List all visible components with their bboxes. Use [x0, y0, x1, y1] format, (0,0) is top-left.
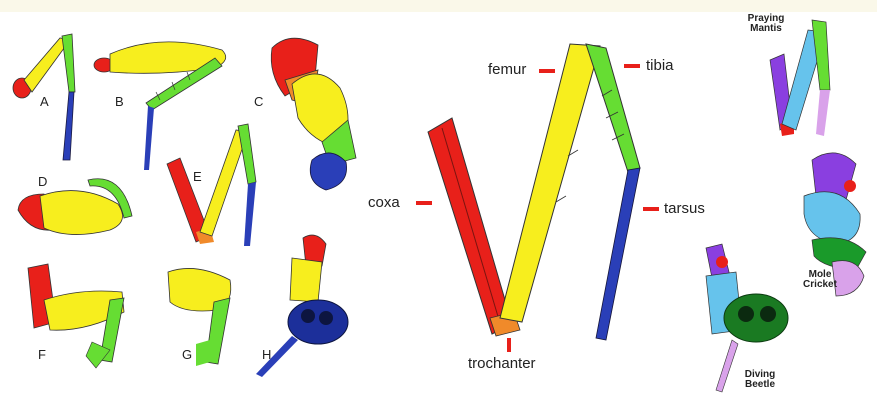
panel-label-h: H [262, 348, 271, 361]
leg-e [167, 124, 256, 246]
diving-beetle-caption: Diving Beetle [736, 370, 784, 390]
mole-cricket-caption: Mole Cricket [796, 270, 844, 290]
femur-label: femur [488, 62, 526, 77]
panel-label-f: F [38, 348, 46, 361]
main-leg [428, 44, 640, 340]
trochanter-label: trochanter [468, 356, 536, 371]
coxa-label: coxa [368, 195, 400, 210]
leg-g [168, 268, 231, 366]
panel-label-g: G [182, 348, 192, 361]
leg-d [18, 179, 132, 235]
panel-label-a: A [40, 95, 49, 108]
panel-label-e: E [193, 170, 202, 183]
tibia-label: tibia [646, 58, 674, 73]
panel-label-c: C [254, 95, 263, 108]
panel-label-d: D [38, 175, 47, 188]
leg-c [271, 38, 356, 190]
praying-mantis-caption: Praying Mantis [736, 14, 796, 34]
leg-b [94, 42, 226, 170]
panel-label-b: B [115, 95, 124, 108]
praying-mantis-leg [770, 20, 830, 136]
tarsus-label: tarsus [664, 201, 705, 216]
